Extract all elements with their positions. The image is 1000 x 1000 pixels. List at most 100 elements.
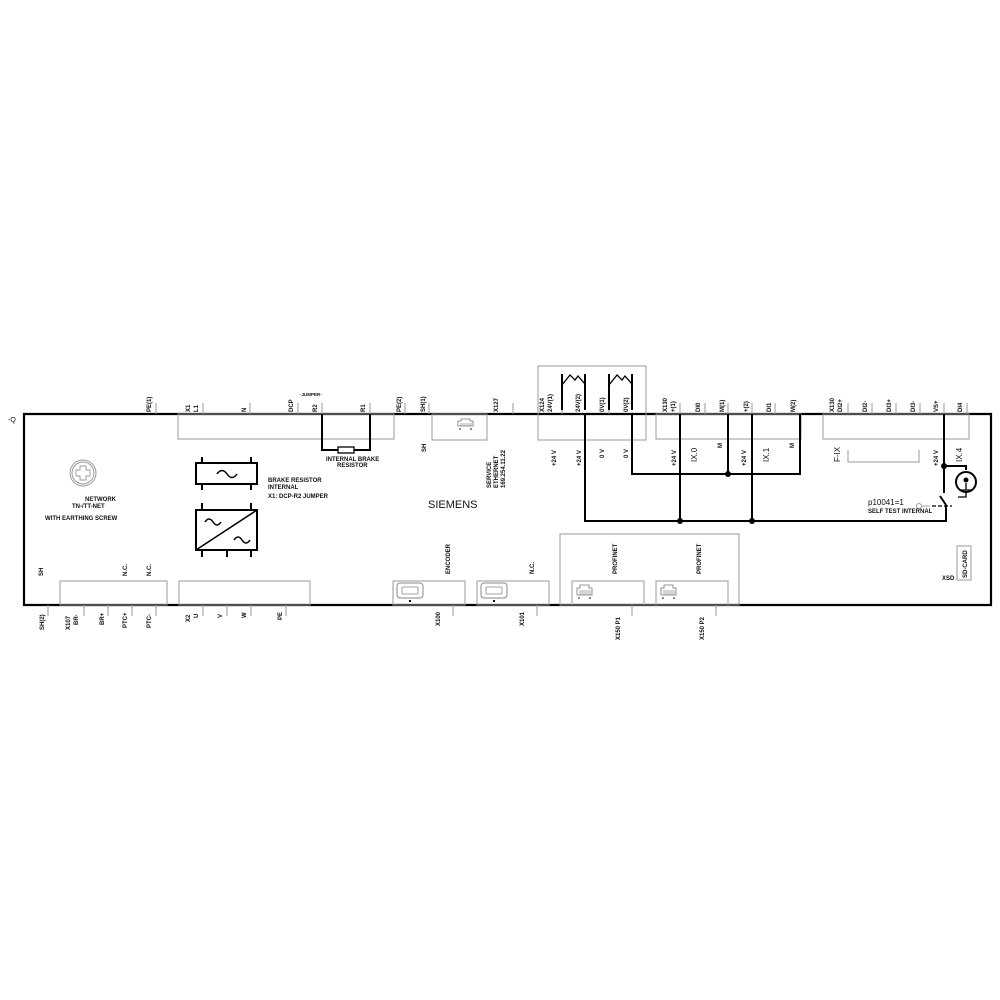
encoder-port-icon[interactable] <box>396 582 424 602</box>
x2-terminal-block <box>178 580 311 606</box>
terminal-l1: L1 <box>194 404 200 412</box>
x101-port-frame <box>476 580 550 606</box>
terminal-r1: R1 <box>361 404 367 412</box>
terminal-ptc-plus: PTC+ <box>123 612 129 628</box>
terminal-r2: R2 <box>313 404 319 412</box>
brake-resistor-note-2: INTERNAL <box>268 485 299 491</box>
zero-v-label-b: 0 V <box>624 449 630 458</box>
terminal-x150-p1: X150 P1 <box>616 616 622 640</box>
terminal-br-plus: BR+ <box>100 612 106 625</box>
terminal-0v1: 0V(1) <box>600 397 606 412</box>
terminal-0v2: 0V(2) <box>624 397 630 412</box>
sd-card-slot[interactable] <box>956 545 972 581</box>
terminal-di0: DI0 <box>696 402 702 412</box>
terminal-br-minus: BR- <box>74 614 80 625</box>
ac-ac-converter-icon <box>195 503 258 557</box>
terminal-n: N <box>242 408 248 412</box>
sd-card-label: SD-CARD <box>963 550 969 578</box>
terminal-di3m: DI3- <box>911 401 917 412</box>
terminal-x107: X107 <box>66 615 72 630</box>
device-designation: -Q <box>8 417 16 424</box>
jumper-label: -JUMPER- <box>300 392 322 397</box>
terminal-dcp: DCP <box>289 399 295 412</box>
plus24v-label-a: +24 V <box>552 450 558 466</box>
rj45-port-icon[interactable] <box>457 418 474 430</box>
terminal-di4: DI4 <box>958 402 964 412</box>
internal-brake-resistor-label: INTERNAL BRAKE <box>326 457 379 463</box>
terminal-u: U <box>194 614 200 618</box>
earthing-screw-icon <box>69 459 97 487</box>
nc-label-1: N.C. <box>123 564 129 576</box>
plus24v-label-b: +24 V <box>577 450 583 466</box>
terminal-x130b: X130 <box>830 397 836 412</box>
ix0-label: IX.0 <box>690 447 699 462</box>
terminal-w: W <box>242 612 248 618</box>
rj45-port-icon[interactable] <box>660 584 677 599</box>
terminal-v: V <box>218 614 224 618</box>
terminal-x2: X2 <box>186 614 192 622</box>
self-test-param: p10041=1 <box>868 498 904 507</box>
ethernet-label: ETHERNET <box>494 455 500 488</box>
terminal-plus2: +(2) <box>744 401 750 412</box>
encoder-port-icon[interactable] <box>480 582 508 602</box>
fix-label: F-IX <box>833 446 842 462</box>
x150-profinet-frame <box>559 533 740 606</box>
bottom-terminal-ticks <box>47 605 717 616</box>
x1-terminal-block <box>177 413 395 440</box>
terminal-di1: DI1 <box>767 402 773 412</box>
terminal-pe2: PE(2) <box>397 397 403 412</box>
terminal-x150-p2: X150 P2 <box>700 616 706 640</box>
device-outline <box>22 412 993 607</box>
terminal-ptc-minus: PTC- <box>147 614 153 628</box>
terminal-sh2: SH(2) <box>40 614 46 630</box>
terminal-m2: M(2) <box>791 400 797 412</box>
top-terminal-ticks <box>155 403 968 414</box>
profinet-label-1: PROFINET <box>613 543 619 574</box>
network-type-label: TN-/TT-NET <box>72 504 105 510</box>
plus24v-label-d: +24 V <box>742 450 748 466</box>
nc-label-3: N.C. <box>530 562 536 574</box>
x124-terminal-block <box>537 365 647 441</box>
internal-brake-resistor <box>321 414 371 454</box>
x150-p2-port-frame <box>655 580 729 606</box>
xsd-label: XSD <box>942 576 955 582</box>
m-label-a: M <box>718 443 724 448</box>
network-label: NETWORK <box>85 497 117 503</box>
x107-terminal-block <box>59 580 168 606</box>
terminal-x1: X1 <box>186 404 192 412</box>
encoder-label: ENCODER <box>446 543 452 574</box>
x150-p1-port-frame <box>571 580 645 606</box>
terminal-x130a: X130 <box>663 397 669 412</box>
sh-label: SH <box>422 444 428 452</box>
terminal-x101: X101 <box>520 611 526 626</box>
rj45-port-icon[interactable] <box>576 584 593 599</box>
service-label: SERVICE <box>487 462 493 488</box>
terminal-pe: PE <box>278 612 284 620</box>
brake-resistor-note-1: BRAKE RESISTOR <box>268 478 322 484</box>
x130-terminal-block-b <box>822 413 970 440</box>
profinet-label-2: PROFINET <box>697 543 703 574</box>
brand-logo: SIEMENS <box>428 499 478 511</box>
plus24v-label-c: +24 V <box>672 450 678 466</box>
plus24v-label-e: +24 V <box>934 450 940 466</box>
terminal-di3p: DI3+ <box>887 399 893 412</box>
m-label-b: M <box>790 443 796 448</box>
brake-resistor-note-3: X1: DCP-R2 JUMPER <box>268 494 329 500</box>
terminal-x127: X127 <box>494 397 500 412</box>
terminal-24v2: 24V(2) <box>576 394 582 412</box>
control-wiring <box>584 414 967 524</box>
terminal-x100: X100 <box>436 611 442 626</box>
earthing-screw-label: WITH EARTHING SCREW <box>45 516 118 522</box>
sensor-icon <box>955 471 977 498</box>
f-ix-bracket <box>847 450 920 463</box>
terminal-sh1: SH(1) <box>421 396 427 412</box>
service-ip-address: 169.254.11.22 <box>501 449 507 488</box>
terminal-di2p: DI2+ <box>838 399 844 412</box>
x124-jumper-switches <box>561 374 633 410</box>
terminal-plus1: +(1) <box>671 401 677 412</box>
terminal-24v1: 24V(1) <box>548 394 554 412</box>
terminal-vsp: VS+ <box>934 400 940 412</box>
internal-brake-resistor-label-2: RESISTOR <box>337 463 368 469</box>
x100-port-frame <box>392 580 466 606</box>
